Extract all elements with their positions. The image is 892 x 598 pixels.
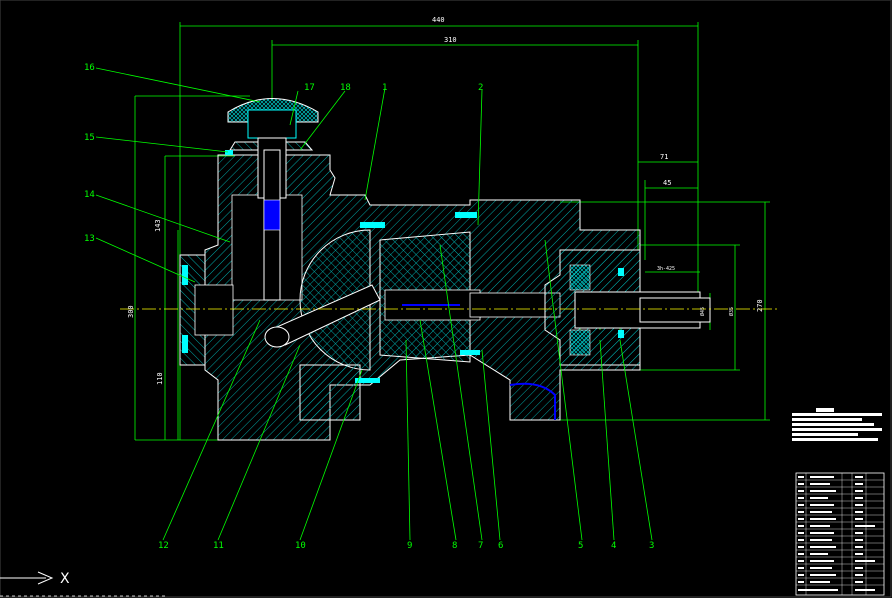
dim-height-left-3: 110 xyxy=(156,372,164,385)
label-14: 14 xyxy=(84,190,95,200)
label-13: 13 xyxy=(84,234,95,244)
piston-rod xyxy=(264,284,381,348)
blue-details xyxy=(402,304,556,420)
dim-upper-width: 310 xyxy=(444,36,457,44)
ucs-axis-icon: X xyxy=(0,571,70,587)
label-7: 7 xyxy=(478,541,483,551)
label-5: 5 xyxy=(578,541,583,551)
dim-shaft-2: Ø45 xyxy=(699,307,706,316)
seal-details xyxy=(182,150,624,383)
label-1: 1 xyxy=(382,83,387,93)
leader-lines xyxy=(95,67,653,541)
dim-right-2: 45 xyxy=(663,179,671,187)
label-9: 9 xyxy=(407,541,412,551)
dim-right-1: 71 xyxy=(660,153,668,161)
label-10: 10 xyxy=(295,541,306,551)
dim-height-left-2: 300 xyxy=(127,305,135,318)
dim-shaft-3: Ø35 xyxy=(728,307,735,316)
label-18: 18 xyxy=(340,83,351,93)
label-17: 17 xyxy=(304,83,315,93)
axis-x-label: X xyxy=(60,571,70,587)
handwheel xyxy=(227,98,319,301)
label-6: 6 xyxy=(498,541,503,551)
dim-height-left-1: 143 xyxy=(154,219,162,232)
label-15: 15 xyxy=(84,133,95,143)
dim-height-right: 270 xyxy=(756,299,764,312)
dimension-texts: 440 310 71 45 143 300 110 270 3h-425 Ø45… xyxy=(127,16,764,385)
dim-shaft-1: 3h-425 xyxy=(657,266,675,272)
label-12: 12 xyxy=(158,541,169,551)
label-11: 11 xyxy=(213,541,224,551)
label-16: 16 xyxy=(84,63,95,73)
part-labels: 16 17 18 1 2 15 14 13 12 11 10 9 8 7 6 5… xyxy=(84,63,654,551)
dim-overall-width: 440 xyxy=(432,16,445,24)
label-2: 2 xyxy=(478,83,483,93)
label-8: 8 xyxy=(452,541,457,551)
parts-list-table xyxy=(795,472,885,596)
label-3: 3 xyxy=(649,541,654,551)
technical-notes xyxy=(792,408,882,441)
label-4: 4 xyxy=(611,541,616,551)
pump-housing xyxy=(179,141,711,441)
